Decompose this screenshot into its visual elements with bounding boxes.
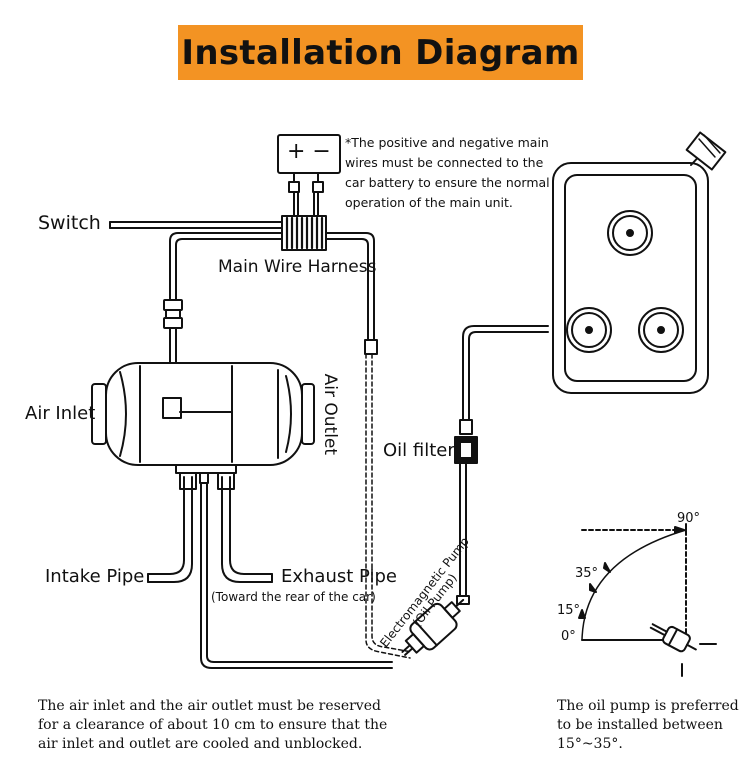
intake-pipe xyxy=(147,488,193,583)
oil-filter-label: Oil filter xyxy=(383,440,455,461)
battery-note-line: wires must be connected to the xyxy=(345,155,544,170)
angle-0-label: 0° xyxy=(561,629,576,644)
exhaust-direction-note: (Toward the rear of the car) xyxy=(211,590,376,604)
air-inlet-label: Air Inlet xyxy=(25,403,96,424)
angle-diagram xyxy=(578,523,717,677)
battery-terminals: + − xyxy=(287,139,331,164)
exhaust-pipe-label: Exhaust Pipe xyxy=(281,566,397,587)
battery-note-line: *The positive and negative main xyxy=(345,135,549,150)
battery-note-line: car battery to ensure the normal xyxy=(345,175,550,190)
clearance-note: The air inlet and the air outlet must be… xyxy=(38,697,387,754)
title-banner: Installation Diagram xyxy=(178,25,583,80)
harness-wire-right xyxy=(325,232,413,659)
pump-angle-note-line: to be installed between xyxy=(557,717,723,733)
switch-label: Switch xyxy=(38,212,101,234)
fuel-line-tank xyxy=(454,325,549,605)
clearance-note-line: for a clearance of about 10 cm to ensure… xyxy=(38,717,388,733)
clearance-note-line: The air inlet and the air outlet must be… xyxy=(38,698,381,714)
battery-note-line: operation of the main unit. xyxy=(345,195,513,210)
page-title: Installation Diagram xyxy=(181,32,580,73)
angle-15-label: 15° xyxy=(557,603,581,618)
battery-note: *The positive and negative main wires mu… xyxy=(345,133,550,213)
air-outlet-label: Air Outlet xyxy=(320,373,341,456)
wire-harness-connector xyxy=(281,215,327,251)
battery xyxy=(277,134,341,220)
angle-35-label: 35° xyxy=(575,566,599,581)
exhaust-pipe xyxy=(221,488,273,583)
pump-angle-note: The oil pump is preferred to be installe… xyxy=(557,697,739,754)
heater-unit xyxy=(91,362,315,490)
pump-angle-note-line: 15°~35°. xyxy=(557,736,623,752)
pump-angle-note-line: The oil pump is preferred xyxy=(557,698,739,714)
fuel-line-heater xyxy=(200,482,393,669)
clearance-note-line: air inlet and outlet are cooled and unbl… xyxy=(38,736,363,752)
intake-pipe-label: Intake Pipe xyxy=(45,566,145,587)
main-wire-harness-label: Main Wire Harness xyxy=(218,257,377,277)
electromagnetic-pump xyxy=(401,598,465,656)
switch-cable xyxy=(109,221,283,229)
angle-90-label: 90° xyxy=(677,511,701,526)
fuel-tank xyxy=(552,131,727,394)
